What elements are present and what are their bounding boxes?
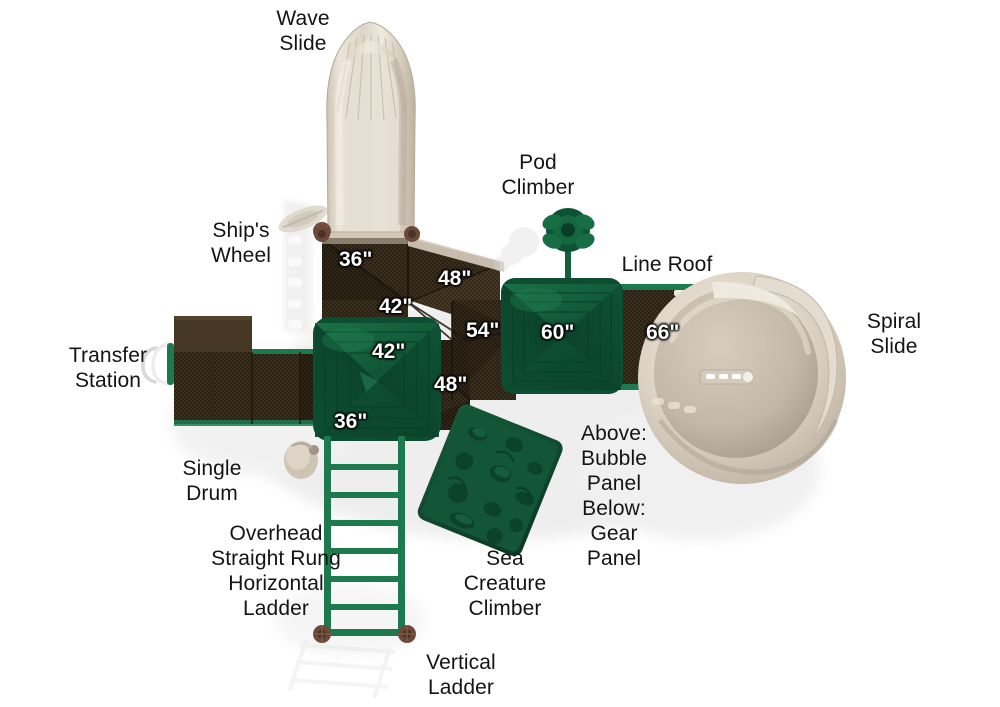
callout-pod-climber: Pod Climber — [501, 151, 575, 199]
vertical-ladder — [288, 436, 416, 699]
deck-height-66-line-roof: 66" — [646, 321, 680, 344]
callout-wave-slide: Wave Slide — [276, 7, 330, 55]
callout-spiral-slide: Spiral Slide — [866, 310, 922, 358]
square-hip-roof-60 — [501, 278, 623, 394]
wave-slide-shadow — [284, 200, 312, 335]
ladder-footing — [313, 625, 416, 643]
deck-height-48-lower-center: 48" — [434, 373, 468, 396]
callout-overhead-ladder: Overhead Straight Rung Horizontal Ladder — [211, 522, 341, 620]
callout-vertical-ladder: Vertical Ladder — [426, 651, 496, 699]
callout-sea-creature-climber: Sea Creature Climber — [463, 547, 547, 620]
deck-height-54-right: 54" — [466, 319, 500, 342]
callout-single-drum: Single Drum — [182, 457, 242, 505]
deck-height-36-lower-left: 36" — [334, 410, 368, 433]
callout-ships-wheel: Ship's Wheel — [210, 219, 272, 267]
wave-slide — [321, 21, 421, 245]
callout-bubble-gear-panel: Above: Bubble Panel Below: Gear Panel — [581, 422, 647, 570]
deck-height-36-upper-left: 36" — [339, 248, 373, 271]
deck-height-42-center-upper: 42" — [379, 295, 413, 318]
slide-attach-bracket — [699, 369, 753, 385]
square-hip-roof-36 — [313, 317, 441, 441]
transfer-handrail — [141, 342, 174, 386]
transfer-station — [141, 316, 332, 426]
deck-height-48-upper-right: 48" — [438, 267, 472, 290]
callout-line-roof: Line Roof — [621, 253, 713, 276]
deck-posts — [314, 226, 420, 242]
deck-height-42-left-roof: 42" — [372, 340, 406, 363]
spiral-slide — [638, 272, 846, 484]
deck-height-60-roof-center: 60" — [541, 321, 575, 344]
sea-creature-climber — [417, 404, 563, 556]
single-drum — [284, 441, 319, 479]
callout-transfer-station: Transfer Station — [68, 344, 148, 392]
pod-climber — [494, 208, 595, 288]
